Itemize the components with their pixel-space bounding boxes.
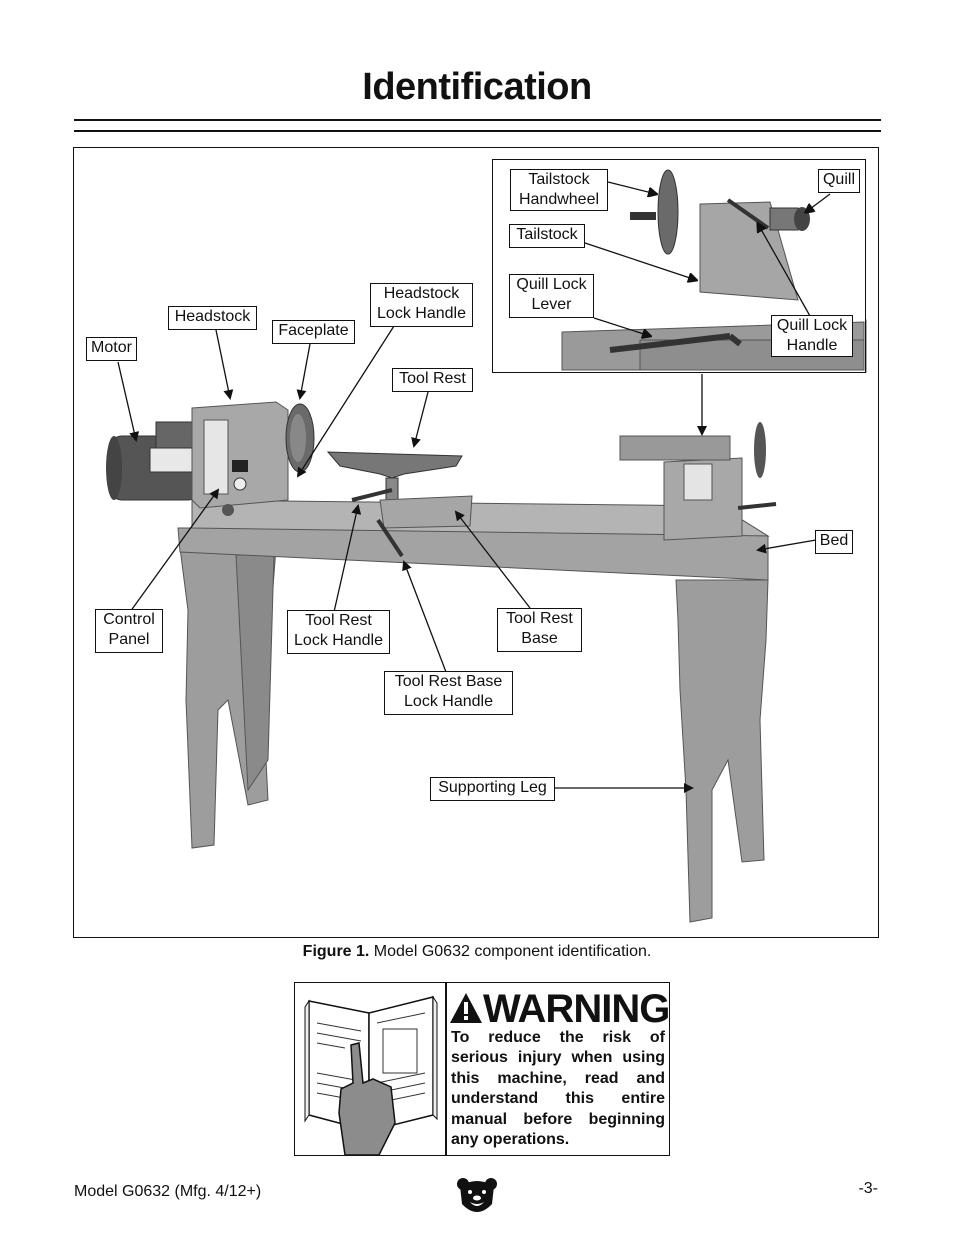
arrow-motor	[117, 361, 140, 442]
arrow-tool-rest-base-lock	[402, 560, 447, 673]
lathe-bed	[177, 499, 770, 581]
footer-model: Model G0632 (Mfg. 4/12+)	[74, 1183, 262, 1200]
warning-triangle-icon	[450, 993, 482, 1023]
arrow-headstock-lock	[296, 325, 395, 478]
right-supporting-leg	[675, 579, 769, 923]
arrow-headstock	[215, 329, 234, 400]
inset-tailstock-closeup-fg	[561, 169, 865, 371]
caption-text: Model G0632 component identification.	[369, 943, 652, 960]
arrow-tool-rest-lock	[333, 504, 362, 613]
warning-box: WARNING To reduce the risk of serious in…	[294, 982, 670, 1156]
label-quill-lock-handle: Quill Lock Handle	[771, 315, 853, 357]
arrow-tool-rest	[411, 391, 429, 448]
label-tool-rest-base-lock-handle: Tool Rest Base Lock Handle	[384, 671, 513, 715]
label-headstock: Headstock	[168, 306, 257, 330]
tailstock	[619, 422, 777, 541]
label-motor: Motor	[86, 337, 137, 361]
label-headstock-lock-handle: Headstock Lock Handle	[370, 283, 473, 327]
page-title: Identification	[362, 66, 592, 108]
arrow-bed	[756, 539, 817, 554]
label-faceplate: Faceplate	[272, 320, 355, 344]
label-supporting-leg: Supporting Leg	[430, 777, 555, 801]
label-tool-rest: Tool Rest	[392, 368, 473, 392]
title-rule-thin	[74, 130, 881, 132]
label-quill-lock-lever: Quill Lock Lever	[509, 274, 594, 318]
label-quill: Quill	[818, 169, 860, 193]
manual-reading-illustration	[304, 995, 438, 1155]
warning-text: To reduce the risk of serious injury whe…	[451, 1029, 665, 1149]
arrow-control-panel	[129, 488, 220, 613]
label-tailstock-handwheel: Tailstock Handwheel	[510, 169, 608, 211]
headstock	[191, 401, 289, 516]
caption-bold: Figure 1.	[302, 943, 370, 960]
arrow-faceplate	[296, 343, 311, 400]
warning-heading: WARNING	[483, 987, 670, 1031]
label-control-panel: Control Panel	[95, 609, 163, 653]
label-tool-rest-lock-handle: Tool Rest Lock Handle	[287, 610, 390, 654]
figure-caption: Figure 1. Model G0632 component identifi…	[0, 943, 954, 961]
arrow-tool-rest-base	[454, 510, 531, 609]
motor	[106, 421, 201, 501]
tool-rest	[326, 451, 473, 558]
label-tailstock: Tailstock	[509, 224, 585, 248]
title-rule-thick	[74, 119, 881, 121]
label-bed: Bed	[815, 530, 853, 554]
grizzly-bear-logo	[457, 1178, 497, 1212]
warning-divider	[445, 983, 447, 1155]
label-tool-rest-base: Tool Rest Base	[497, 608, 582, 652]
inset-overlay	[561, 169, 865, 371]
footer-page-number: -3-	[858, 1180, 878, 1197]
